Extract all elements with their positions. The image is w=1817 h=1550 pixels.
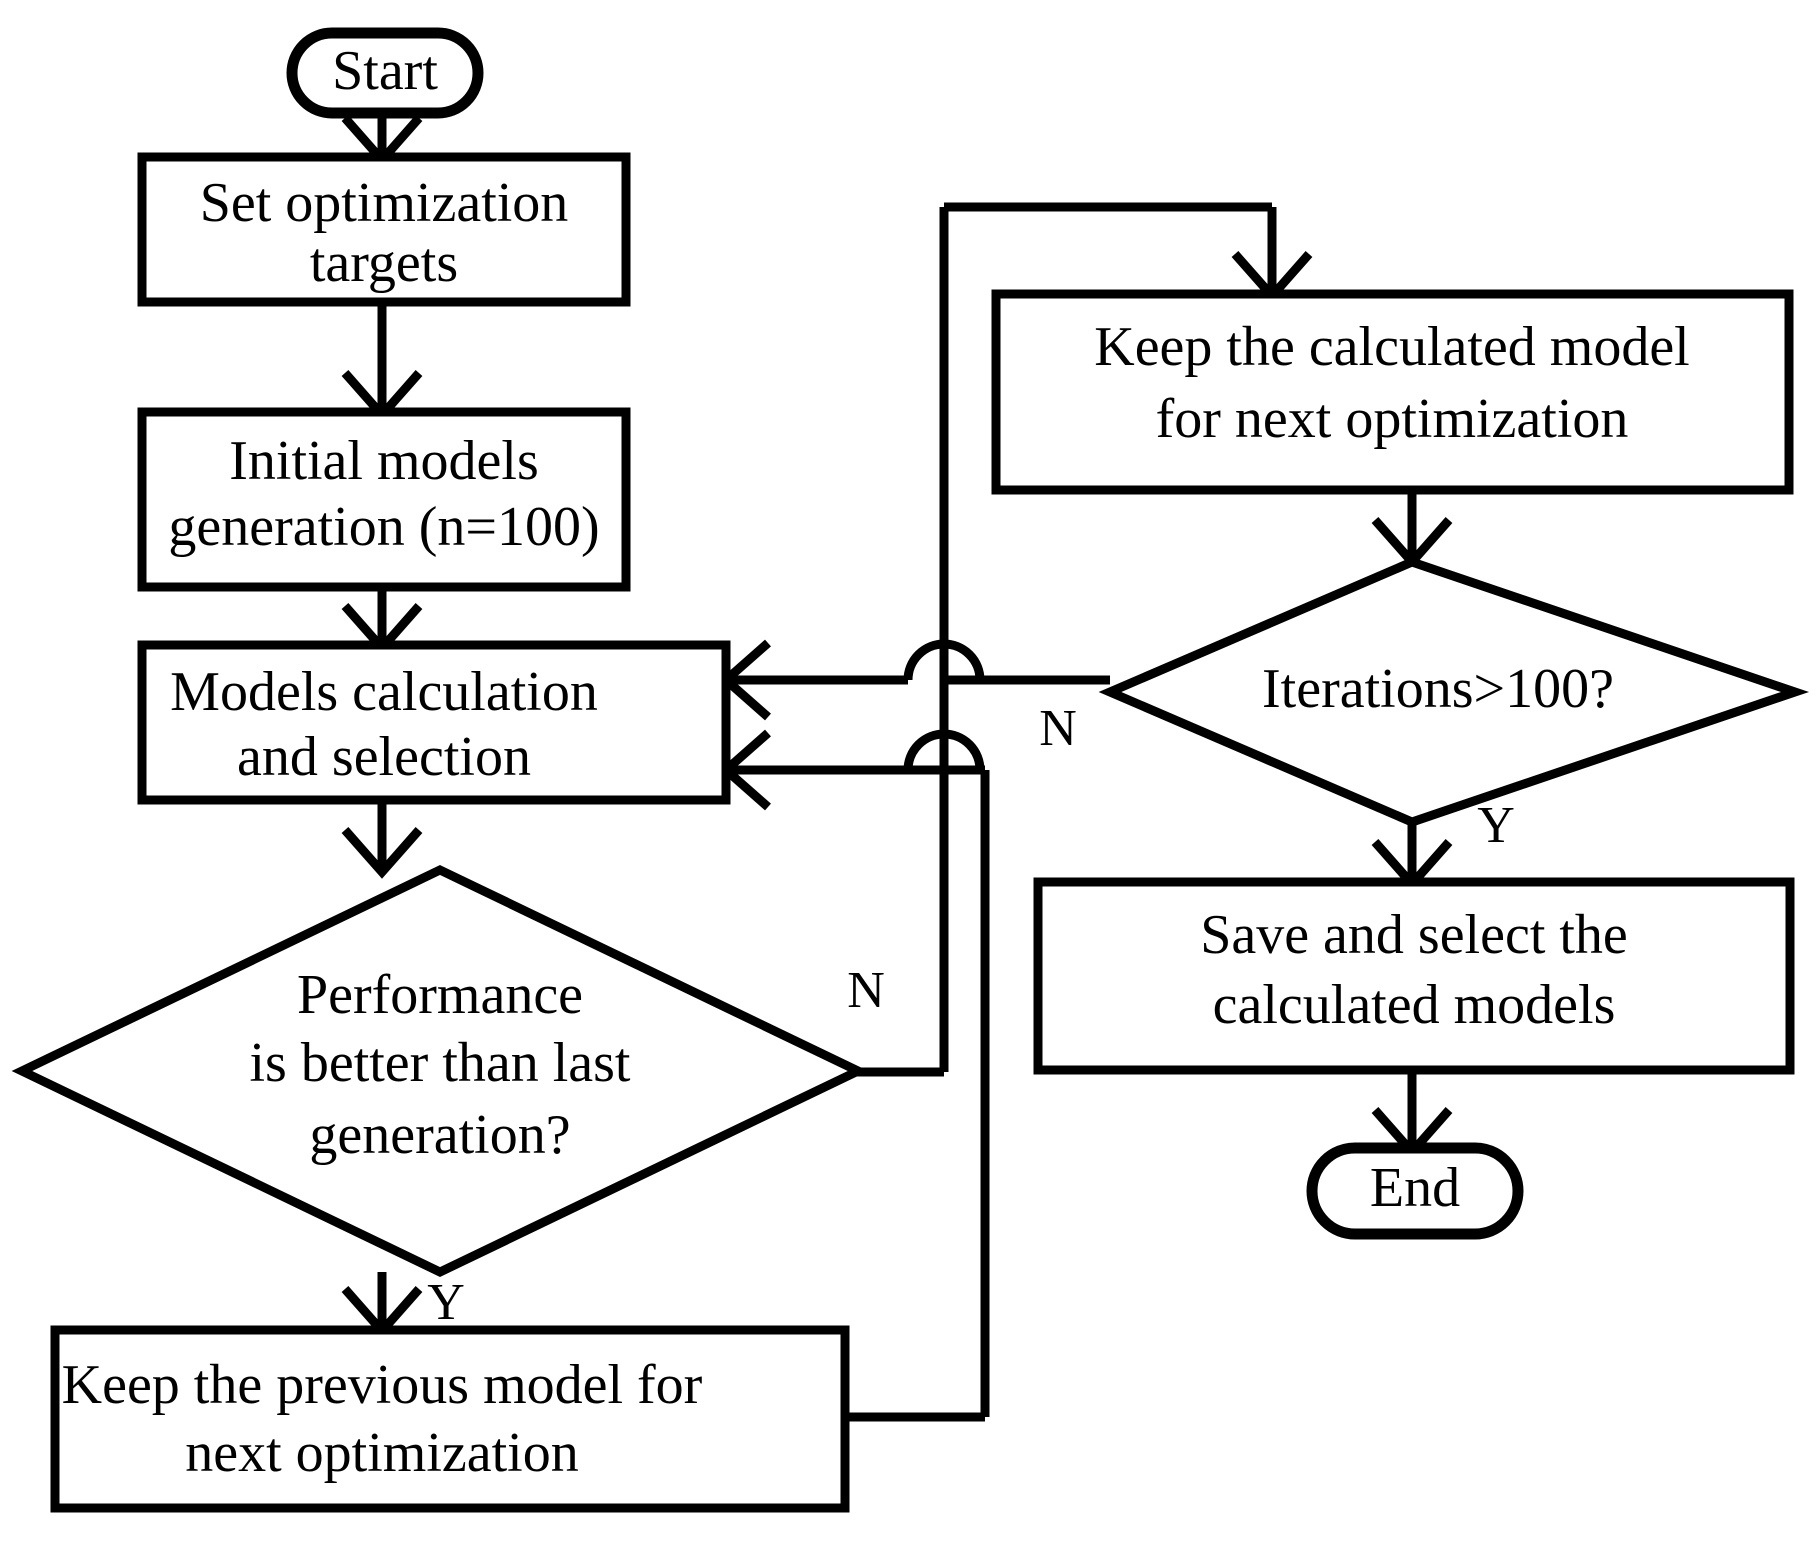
edge-initial-models-to-models-calculation [341,585,423,655]
node-end[interactable]: End [1306,1142,1524,1240]
edge-performance-yes-to-keep-previous [341,1272,423,1338]
node-models-calc-line2: and selection [237,726,531,788]
node-save-select-line1: Save and select the [1200,904,1628,966]
node-iterations-decision[interactable]: Iterations>100? [1098,557,1810,827]
node-keep-previous-line1: Keep the previous model for [62,1354,703,1416]
node-performance-line1: Performance [297,964,583,1026]
node-models-calculation-and-selection[interactable]: Models calculation and selection [137,640,731,805]
node-keep-calculated-line1: Keep the calculated model [1094,316,1690,378]
edge-loop-top-to-keep-calculated [944,202,1313,303]
node-models-calc-line1: Models calculation [170,661,598,723]
node-keep-previous-line2: next optimization [185,1422,578,1484]
edge-label-iterations-no: N [1039,700,1077,757]
edge-set-targets-to-initial-models [341,300,423,422]
edge-performance-no-to-models-calculation [719,207,1110,1077]
node-set-targets-line1: Set optimization [200,172,569,234]
node-initial-models-line1: Initial models [229,430,539,492]
node-start[interactable]: Start [286,27,484,119]
node-keep-calculated-line2: for next optimization [1156,388,1629,450]
node-performance-line3: generation? [309,1104,570,1166]
node-set-optimization-targets[interactable]: Set optimization targets [137,152,631,307]
node-performance-line2: is better than last [249,1032,630,1094]
edge-keep-previous-to-models-calculation [719,729,990,1422]
node-end-label: End [1370,1157,1460,1219]
node-initial-models-generation[interactable]: Initial models generation (n=100) [137,407,631,592]
node-performance-decision[interactable]: Performance is better than last generati… [11,865,869,1277]
edge-save-select-to-end [1371,1070,1453,1159]
node-set-targets-line2: targets [310,232,458,294]
edge-label-performance-yes: Y [427,1274,465,1331]
node-save-select-line2: calculated models [1213,974,1616,1036]
edge-label-performance-no: N [847,962,885,1019]
node-initial-models-line2: generation (n=100) [168,496,599,558]
node-save-and-select[interactable]: Save and select the calculated models [1033,877,1795,1075]
edge-iterations-yes-to-save-select [1371,822,1453,891]
edge-keep-calculated-to-iterations [1371,490,1453,569]
node-start-label: Start [332,40,438,102]
node-keep-calculated-model[interactable]: Keep the calculated model for next optim… [991,289,1794,495]
edge-label-iterations-yes: Y [1477,797,1515,854]
node-keep-previous-model[interactable]: Keep the previous model for next optimiz… [50,1325,850,1513]
node-iterations-line1: Iterations>100? [1262,658,1614,720]
